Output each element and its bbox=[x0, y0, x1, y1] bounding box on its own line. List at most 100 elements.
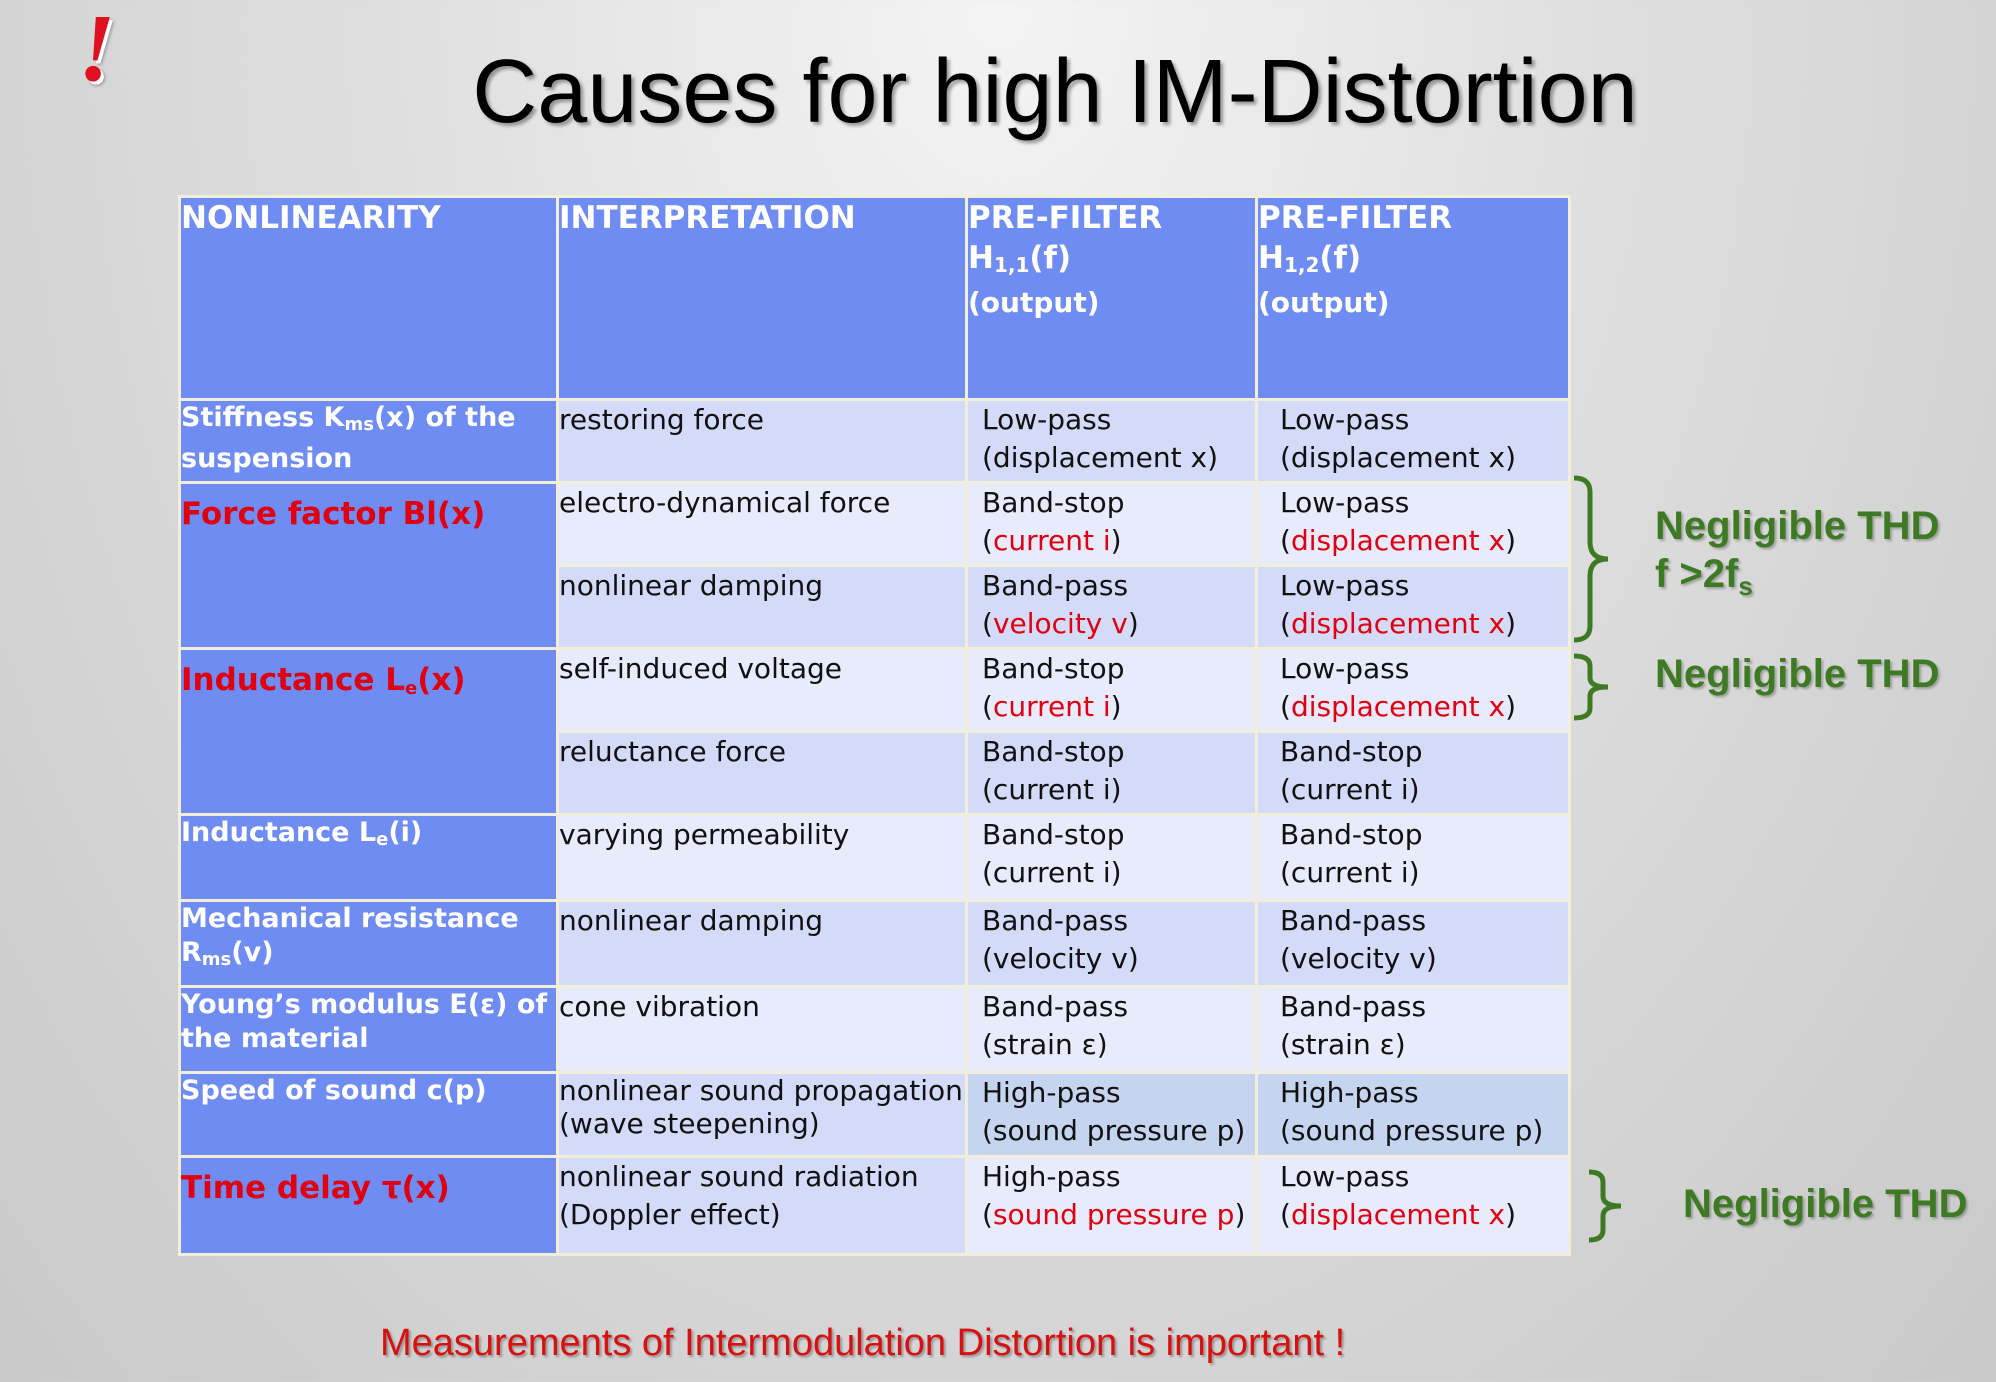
prefilter2-cell: Band-pass (velocity v) bbox=[1255, 899, 1571, 988]
prefilter2-cell: Low-pass (displacement x) bbox=[1255, 564, 1571, 650]
nonlinearity-inductance-x: Inductance Le(x) bbox=[178, 647, 559, 816]
prefilter1-cell: Band-pass(velocity v) bbox=[965, 564, 1258, 650]
filter-variable: (sound pressure p) bbox=[1280, 1114, 1544, 1147]
slide-title: Causes for high IM-Distortion bbox=[472, 42, 1638, 142]
annotation-negligible-thd-3: Negligible THD bbox=[1683, 1182, 1968, 1226]
inductance-x-pre: Inductance L bbox=[181, 662, 406, 698]
filter-variable: (velocity v) bbox=[1280, 942, 1437, 975]
header-prefilter-h11-sub: 1,1 bbox=[993, 253, 1030, 277]
paren-close: ) bbox=[1505, 524, 1517, 557]
filter-type: Low-pass bbox=[1280, 652, 1410, 685]
header-row: NONLINEARITY INTERPRETATION PRE-FILTER H… bbox=[178, 195, 1571, 401]
paren-open: ( bbox=[982, 524, 993, 557]
filter-type: High-pass bbox=[982, 1160, 1121, 1193]
filter-variable: (current i) bbox=[982, 856, 1122, 889]
prefilter2-cell: Band-pass (strain ε) bbox=[1255, 985, 1571, 1074]
filter-type: Low-pass bbox=[1280, 569, 1410, 602]
table-row: Mechanical resistance Rms(v) nonlinear d… bbox=[178, 899, 1571, 988]
exclamation-mark: ! bbox=[78, 0, 116, 101]
filter-type: Low-pass bbox=[1280, 1160, 1410, 1193]
inductance-i-post: (i) bbox=[388, 817, 423, 849]
filter-type: High-pass bbox=[1280, 1076, 1419, 1109]
filter-type: Band-stop bbox=[982, 735, 1125, 768]
filter-type: Band-pass bbox=[1280, 904, 1427, 937]
table-row: nonlinear damping Band-pass(velocity v) … bbox=[180, 564, 1571, 650]
paren-open: ( bbox=[1280, 607, 1291, 640]
table-row: Force factor Bl(x) electro-dynamical for… bbox=[178, 481, 1571, 650]
filter-variable: (displacement x) bbox=[1280, 441, 1517, 474]
nonlinearity-force-factor: Force factor Bl(x) bbox=[178, 481, 559, 650]
table-row: Speed of sound c(p) nonlinear sound prop… bbox=[178, 1071, 1571, 1158]
filter-variable: displacement x bbox=[1290, 607, 1506, 640]
brace-icon bbox=[1573, 475, 1609, 643]
header-prefilter-h12-arg: (f) bbox=[1319, 240, 1362, 276]
prefilter1-cell: Band-pass(velocity v) bbox=[965, 899, 1258, 988]
header-prefilter-h12: PRE-FILTER H1,2(f) (output) bbox=[1255, 195, 1571, 401]
annotation-negligible-thd-1: Negligible THD f >2fs bbox=[1655, 502, 1939, 610]
filter-type: High-pass bbox=[982, 1076, 1121, 1109]
paren-open: ( bbox=[1280, 690, 1291, 723]
filter-type: Low-pass bbox=[982, 403, 1112, 436]
filter-variable: (current i) bbox=[1280, 856, 1420, 889]
filter-variable: displacement x bbox=[1290, 524, 1506, 557]
filter-variable: (strain ε) bbox=[1280, 1028, 1406, 1061]
paren-close: ) bbox=[1505, 607, 1517, 640]
filter-type: Band-pass bbox=[982, 904, 1129, 937]
inductance-i-pre: Inductance L bbox=[181, 817, 377, 849]
table-row: reluctance force Band-stop (current i) Ba… bbox=[180, 730, 1571, 816]
interpretation-cell: restoring force bbox=[556, 398, 968, 484]
interpretation-cell: nonlinear sound radiation (Doppler effec… bbox=[556, 1155, 968, 1256]
prefilter1-cell: High-pass (sound pressure p) bbox=[965, 1071, 1258, 1158]
table-row: Young’s modulus E(ε) of the material con… bbox=[178, 985, 1571, 1074]
nonlinearity-inductance-i: Inductance Le(i) bbox=[178, 813, 559, 902]
inductance-i-sub: e bbox=[376, 829, 389, 850]
prefilter2-cell: Low-pass(displacement x) bbox=[1255, 1155, 1571, 1256]
prefilter2-cell: Band-stop(current i) bbox=[1255, 813, 1571, 902]
annotation-line: Negligible THD bbox=[1655, 504, 1940, 548]
header-prefilter-h11: PRE-FILTER H1,1(f) (output) bbox=[965, 195, 1258, 401]
mech-label-pre: Mechanical resistance R bbox=[181, 903, 519, 969]
filter-variable: (current i) bbox=[982, 773, 1122, 806]
paren-open: ( bbox=[982, 690, 993, 723]
paren-open: ( bbox=[1280, 524, 1291, 557]
prefilter1-cell: High-pass(sound pressure p) bbox=[965, 1155, 1258, 1256]
table-row: Stiffness Kms(x) of the suspension resto… bbox=[178, 398, 1571, 484]
stiffness-label-post: (x) of the suspension bbox=[181, 402, 516, 475]
nonlinearity-time-delay: Time delay τ(x) bbox=[178, 1155, 559, 1256]
paren-open: ( bbox=[982, 1198, 993, 1231]
filter-type: Band-pass bbox=[1280, 990, 1427, 1023]
table-row: Inductance Le(x) self-induced voltage Ba… bbox=[178, 647, 1571, 816]
header-prefilter-h11-h: H bbox=[968, 240, 994, 276]
annotation-negligible-thd-2: Negligible THD bbox=[1655, 652, 1940, 696]
filter-variable: displacement x bbox=[1290, 690, 1506, 723]
filter-variable: (sound pressure p) bbox=[982, 1114, 1246, 1147]
prefilter1-cell: Low-pass (displacement x) bbox=[965, 398, 1258, 484]
prefilter1-cell: Band-stop (current i) bbox=[965, 730, 1258, 816]
interpretation-cell: cone vibration bbox=[556, 985, 968, 1074]
filter-variable: (strain ε) bbox=[982, 1028, 1108, 1061]
header-prefilter-h12-note: (output) bbox=[1258, 286, 1390, 319]
mech-label-sub: ms bbox=[201, 949, 232, 970]
filter-type: Band-stop bbox=[982, 652, 1125, 685]
prefilter1-cell: Band-stop(current i) bbox=[965, 481, 1258, 567]
annotation-freq: f >2f bbox=[1655, 552, 1739, 596]
footer-note: Measurements of Intermodulation Distorti… bbox=[380, 1322, 1346, 1364]
header-prefilter-h12-sub: 1,2 bbox=[1283, 253, 1320, 277]
paren-close: ) bbox=[1127, 607, 1139, 640]
header-prefilter-h11-label: PRE-FILTER bbox=[968, 200, 1163, 236]
interpretation-cell: electro-dynamical force bbox=[556, 481, 968, 567]
filter-variable: (displacement x) bbox=[982, 441, 1219, 474]
filter-type: Band-stop bbox=[982, 818, 1125, 851]
interpretation-cell: reluctance force bbox=[556, 730, 968, 816]
header-nonlinearity: NONLINEARITY bbox=[178, 195, 559, 401]
prefilter2-cell: Low-pass (displacement x) bbox=[1255, 481, 1571, 567]
table-row: Inductance Le(i) varying permeability Ba… bbox=[178, 813, 1571, 902]
paren-close: ) bbox=[1110, 524, 1122, 557]
stiffness-label-pre: Stiffness K bbox=[181, 402, 345, 434]
filter-variable: (current i) bbox=[1280, 773, 1420, 806]
annotation-freq-sub: s bbox=[1738, 571, 1753, 601]
filter-type: Low-pass bbox=[1280, 486, 1410, 519]
paren-close: ) bbox=[1234, 1198, 1246, 1231]
header-prefilter-h11-note: (output) bbox=[968, 286, 1100, 319]
header-prefilter-h12-label: PRE-FILTER bbox=[1258, 200, 1453, 236]
